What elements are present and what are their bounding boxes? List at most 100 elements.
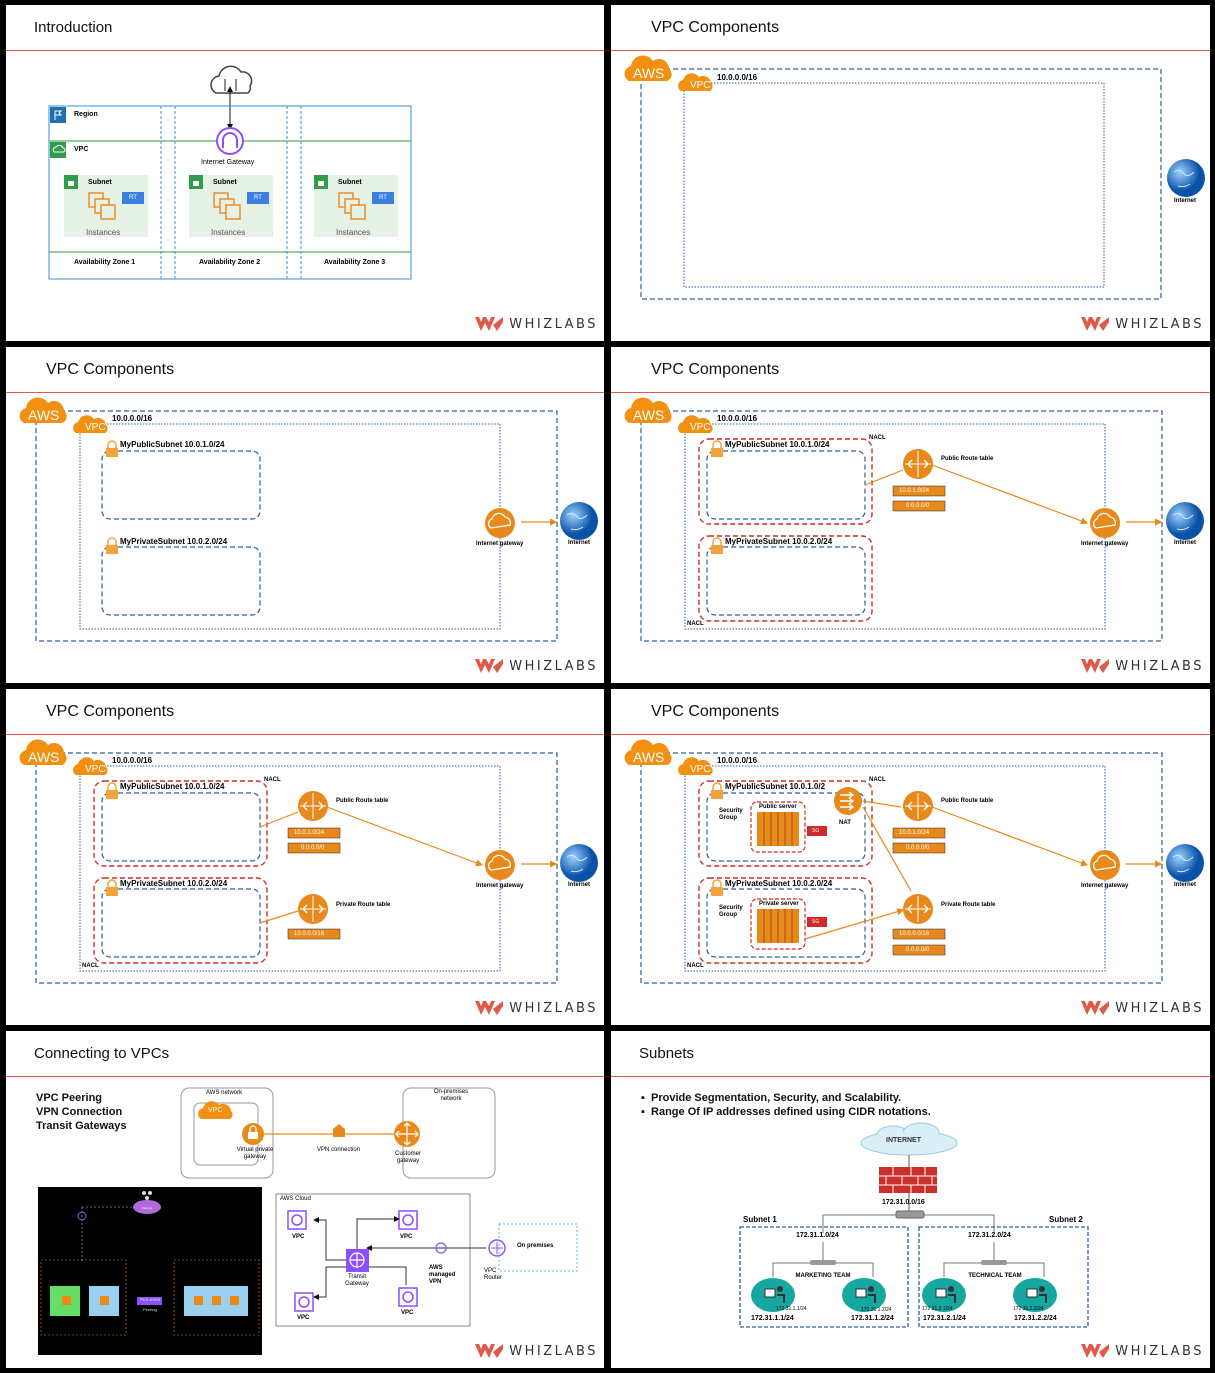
transit-gateway-label: Transit Gateway (345, 1274, 369, 1287)
public-server-label: Public server (759, 804, 797, 810)
subnets-diagram (739, 1122, 1089, 1328)
route-entry: 0.0.0.0/0 (906, 845, 930, 851)
internet-gateway-icon (1090, 508, 1120, 538)
whizlabs-logo: WHIZLABS (1081, 999, 1204, 1017)
computer-desk-icon (842, 1278, 886, 1312)
aws-cloud-label: AWS Cloud (280, 1196, 311, 1202)
whizlabs-logo: WHIZLABS (1081, 657, 1204, 675)
vpc-label: VPC (401, 1310, 414, 1316)
slide-vpc-components-2[interactable]: VPC Components 10.0.0.0/16 AWS VPC MyPub… (6, 347, 604, 683)
aws-cloud-icon (624, 397, 672, 423)
slide-vpc-components-1[interactable]: VPC Components 10.0.0.0/16 AWS VPC Inter… (611, 5, 1210, 341)
globe-icon (1167, 159, 1205, 197)
route-entry: 0.0.0.0/0 (906, 503, 930, 509)
subnet-label: Subnet (88, 179, 112, 186)
svg-text:Internet: Internet (142, 1206, 152, 1210)
router-icon (903, 791, 933, 821)
team-2-label: TECHNICAL TEAM (968, 1273, 1022, 1279)
slide-title: Subnets (639, 1045, 695, 1062)
whizlabs-logo-icon (475, 659, 504, 673)
internet-gateway-icon (216, 127, 244, 155)
route-entry: 10.0.1.0/24 (294, 830, 325, 836)
vpc-badge-label: VPC (690, 80, 711, 91)
subnet-1-label: Subnet 1 (743, 1215, 777, 1224)
aws-badge-label: AWS (633, 407, 665, 423)
host-ip-inner: 172.31.1.1/24 (776, 1306, 807, 1312)
public-subnet-label: MyPublicSubnet 10.0.1.0/24 (120, 782, 225, 791)
whizlabs-logo-icon (1081, 1001, 1110, 1015)
whizlabs-logo-text: WHIZLABS (509, 658, 598, 674)
subnet-2-label: Subnet 2 (1049, 1215, 1083, 1224)
team-1-label: MARKETING TEAM (795, 1273, 851, 1279)
peering-label: Peering (143, 1307, 157, 1312)
internet-label: Internet (568, 882, 591, 888)
vpc4-diagram (19, 739, 598, 984)
public-route-table-label: Public Route table (336, 798, 389, 804)
globe-icon (1166, 844, 1204, 882)
subnet-tile (314, 175, 398, 237)
slide-title: Introduction (34, 19, 113, 36)
slide-subnets[interactable]: Subnets ▪ Provide Segmentation, Security… (611, 1031, 1210, 1368)
connection-options-list: VPC Peering VPN Connection Transit Gatew… (36, 1091, 127, 1133)
vpc-label: VPC (74, 146, 89, 153)
connect-diagram: Internet (38, 1087, 578, 1355)
sg-badge: SG (812, 828, 820, 834)
padlock-icon (106, 879, 118, 896)
cidr-label: 10.0.0.0/16 (112, 756, 153, 765)
whizlabs-logo-icon (1081, 317, 1110, 331)
nat-gateway-icon (834, 787, 862, 815)
whizlabs-logo: WHIZLABS (475, 1342, 598, 1360)
internet-label: Internet (1174, 540, 1197, 546)
public-subnet-label: MyPublicSubnet 10.0.1.0/24 (120, 440, 225, 449)
route-entry: 0.0.0.0/0 (906, 947, 930, 953)
private-route-table-label: Private Route table (941, 902, 996, 908)
nacl-label-bottom: NACL (82, 963, 99, 969)
slide-connecting-to-vpcs[interactable]: Connecting to VPCs VPC Peering VPN Conne… (6, 1031, 604, 1368)
slide-vpc-components-4[interactable]: VPC Components 10.0.0.0/16 AWS VPC NACL … (6, 689, 604, 1025)
firewall-icon (879, 1167, 937, 1193)
vpc-cloud-icon (678, 73, 713, 91)
globe-icon (560, 502, 598, 540)
intro-diagram (48, 65, 412, 280)
internet-gateway-icon (1090, 850, 1120, 880)
title-divider (611, 50, 1210, 51)
padlock-icon (106, 782, 118, 799)
on-premises-label: On premises (517, 1243, 554, 1249)
igw-label: Internet Gateway (201, 159, 255, 166)
computer-desk-icon (751, 1278, 795, 1312)
private-route-table-label: Private Route table (336, 902, 391, 908)
whizlabs-logo-icon (1081, 659, 1110, 673)
vpc2-diagram (19, 397, 598, 642)
padlock-icon (711, 537, 723, 554)
list-item: ▪ Provide Segmentation, Security, and Sc… (641, 1092, 902, 1104)
cidr-label: 10.0.0.0/16 (717, 73, 758, 82)
vpc-icon (398, 1210, 418, 1230)
vpc-badge-label: VPC (690, 764, 711, 775)
vpc-badge-label: VPC (690, 422, 711, 433)
peering-pcx-label: PCX-XXXX (140, 1297, 161, 1302)
users-icon (142, 1191, 152, 1200)
public-subnet-label: MyPublicSubnet 10.0.1.0/2 (725, 782, 826, 791)
vpc-cloud-icon (198, 1101, 233, 1119)
internet-gateway-icon (485, 508, 515, 538)
nacl-label-bottom: NACL (687, 963, 704, 969)
route-table-badge: RT (254, 195, 262, 201)
ec2-server-icon (757, 812, 799, 846)
aws-badge-label: AWS (28, 407, 60, 423)
subnet-bullets: ▪ Provide Segmentation, Security, and Sc… (641, 1091, 931, 1119)
subnet-2-cidr: 172.31.2.0/24 (968, 1232, 1011, 1239)
vpn-connection-icon (333, 1124, 345, 1137)
slide-vpc-components-5[interactable]: VPC Components (611, 689, 1210, 1025)
availability-zone-label: Availability Zone 2 (199, 259, 261, 266)
slide-vpc-components-3[interactable]: VPC Components 10.0.0.0/16 AWS VPC NACL … (611, 347, 1210, 683)
instances-label: Instances (86, 228, 121, 237)
title-divider (611, 734, 1210, 735)
list-item: VPC Peering (36, 1092, 103, 1104)
internet-label: Internet (1174, 882, 1197, 888)
aws-cloud-icon (624, 55, 672, 81)
slide-introduction[interactable]: Introduction (6, 5, 604, 341)
vpc-label: VPC (400, 1234, 413, 1240)
list-item: Transit Gateways (36, 1120, 127, 1132)
list-item: ▪ Range Of IP addresses defined using CI… (641, 1106, 931, 1118)
cidr-label: 10.0.0.0/16 (717, 756, 758, 765)
